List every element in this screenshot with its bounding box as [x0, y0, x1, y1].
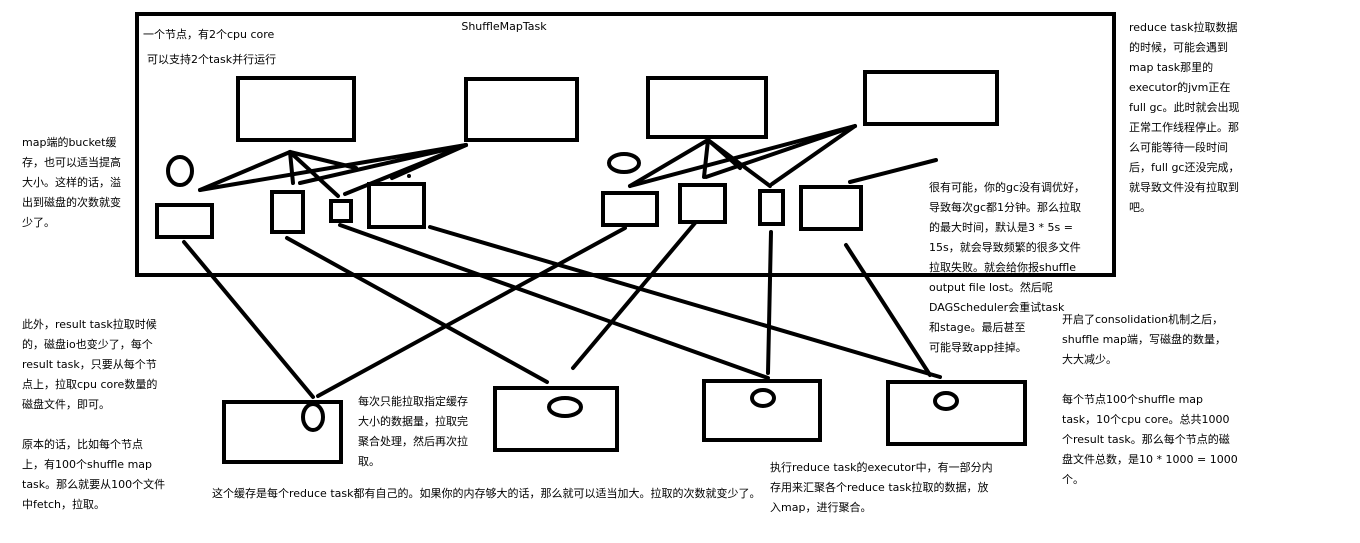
buffer-oval — [301, 402, 325, 432]
write-line — [706, 138, 772, 188]
note-map-bucket: map端的bucket缓 存，也可以适当提高 大小。这样的话，溢 出到磁盘的次数… — [22, 136, 121, 229]
note-buffer-per-task: 这个缓存是每个reduce task都有自己的。如果你的内存够大的话，那么就可以… — [212, 487, 761, 500]
pull-line — [285, 236, 549, 384]
write-line — [288, 150, 340, 198]
pull-line — [182, 240, 315, 399]
buffer-oval — [166, 155, 194, 187]
write-line — [704, 124, 857, 179]
write-line — [848, 158, 938, 184]
buffer-oval — [607, 152, 641, 174]
note-executor-memory: 执行reduce task的executor中，有一部分内 存用来汇聚各个red… — [770, 461, 993, 514]
node-label-parallel: 可以支持2个task并行运行 — [147, 52, 276, 66]
write-line — [390, 143, 468, 180]
buffer-oval — [933, 391, 959, 411]
write-line — [298, 143, 468, 185]
pull-line — [428, 225, 942, 379]
map-task-box — [863, 70, 999, 126]
note-result-task: 此外，result task拉取时候 的，磁盘io也变少了，每个 result … — [22, 318, 166, 511]
diagram-title: ShuffleMapTask — [461, 20, 547, 33]
pull-line — [571, 221, 697, 370]
reduce-task-box — [886, 380, 1027, 446]
reduce-task-box — [702, 379, 822, 442]
bucket-box — [329, 199, 353, 223]
note-consolidation: 开启了consolidation机制之后， shuffle map端，写磁盘的数… — [1062, 313, 1227, 366]
bucket-box — [799, 185, 863, 231]
node-frame — [135, 12, 1116, 277]
write-line — [770, 124, 857, 186]
note-buffer-pull: 每次只能拉取指定缓存 大小的数据量，拉取完 聚合处理，然后再次拉 取。 — [358, 395, 468, 468]
bucket-box — [367, 182, 426, 229]
bucket-box — [601, 191, 659, 227]
pull-line — [316, 226, 627, 398]
bucket-box — [678, 183, 727, 224]
bucket-box — [270, 190, 305, 234]
dot — [407, 174, 411, 178]
write-line — [702, 138, 710, 179]
reduce-task-box — [222, 400, 343, 464]
note-gc: 很有可能，你的gc没有调优好， 导致每次gc都1分钟。那么拉取 的最大时间，默认… — [929, 181, 1086, 354]
write-line — [198, 150, 292, 192]
write-line — [198, 143, 468, 192]
reduce-task-box — [493, 386, 619, 452]
pull-line — [338, 223, 770, 380]
map-task-box — [464, 77, 579, 142]
map-task-box — [236, 76, 356, 142]
write-line — [288, 150, 295, 185]
pull-line — [844, 243, 932, 377]
buffer-oval — [547, 396, 583, 418]
bucket-box — [155, 203, 214, 239]
write-line — [628, 124, 857, 188]
pull-line — [766, 230, 773, 375]
bucket-box — [758, 189, 785, 226]
node-label-cores: 一个节点，有2个cpu core — [143, 27, 275, 41]
note-full-gc: reduce task拉取数据 的时候，可能会遇到 map task那里的 ex… — [1129, 21, 1240, 214]
note-file-count: 每个节点100个shuffle map task，10个cpu core。总共1… — [1062, 393, 1238, 486]
buffer-oval — [750, 388, 776, 408]
write-line — [628, 138, 710, 188]
map-task-box — [646, 76, 768, 139]
